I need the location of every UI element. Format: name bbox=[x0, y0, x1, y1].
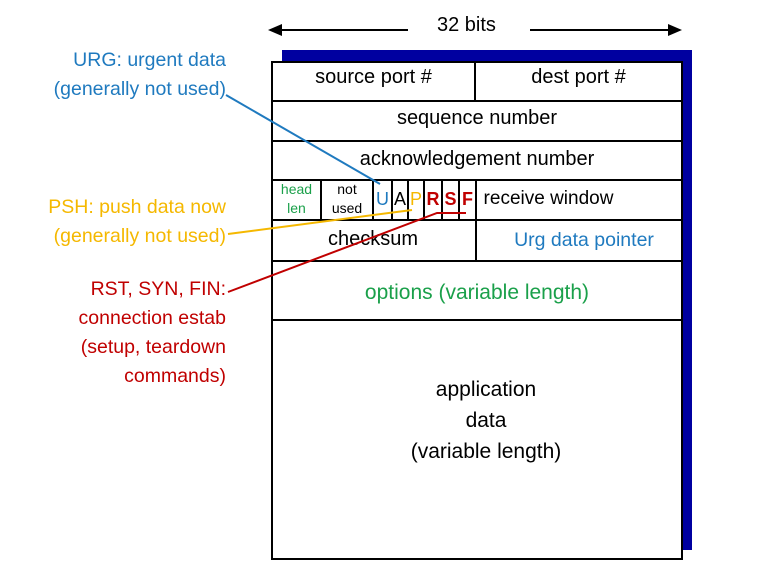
urg-leader-line bbox=[225, 94, 381, 185]
app-data-line1: application bbox=[435, 378, 537, 401]
rst-leader-line bbox=[227, 212, 466, 293]
port-divider bbox=[474, 61, 476, 101]
rst-annotation-line4: commands) bbox=[124, 365, 226, 387]
rst-annotation-line1: RST, SYN, FIN: bbox=[90, 278, 226, 300]
right-arrowhead bbox=[668, 24, 682, 36]
app-data-line2: data bbox=[465, 409, 507, 432]
head-len-field: head len bbox=[273, 180, 320, 218]
ack-number-field: acknowledgement number bbox=[359, 148, 595, 170]
flag-divider bbox=[407, 179, 409, 220]
checksum-field: checksum bbox=[327, 228, 419, 250]
row-divider bbox=[271, 260, 683, 262]
sequence-number-field: sequence number bbox=[396, 107, 558, 129]
not-used-field: not used bbox=[322, 180, 372, 218]
flag-divider bbox=[475, 179, 477, 261]
dest-port-field: dest port # bbox=[531, 66, 626, 88]
not-used-line1: not bbox=[337, 181, 357, 197]
psh-annotation: PSH: push data now (generally not used) bbox=[0, 193, 226, 251]
psh-leader-line bbox=[227, 209, 413, 235]
not-used-line2: used bbox=[331, 200, 363, 216]
receive-window-field: receive window bbox=[483, 188, 614, 209]
flag-rst: R bbox=[426, 189, 440, 209]
flag-divider bbox=[441, 179, 443, 220]
rst-annotation-line2: connection estab bbox=[78, 307, 226, 329]
row-divider bbox=[271, 219, 683, 221]
rst-syn-fin-annotation: RST, SYN, FIN: connection estab (setup, … bbox=[0, 275, 226, 391]
flag-divider bbox=[458, 179, 460, 220]
flag-syn: S bbox=[444, 189, 457, 209]
row-divider bbox=[271, 140, 683, 142]
flag-ack: A bbox=[393, 189, 406, 209]
flag-divider bbox=[423, 179, 425, 220]
application-data-field: application data (variable length) bbox=[273, 374, 699, 467]
rst-annotation-line3: (setup, teardown bbox=[80, 336, 226, 358]
app-data-line3: (variable length) bbox=[410, 440, 562, 463]
tcp-segment-box bbox=[271, 61, 683, 560]
urg-annotation: URG: urgent data (generally not used) bbox=[0, 46, 226, 104]
row-divider bbox=[271, 179, 683, 181]
source-port-field: source port # bbox=[315, 66, 432, 88]
row-divider bbox=[271, 319, 683, 321]
bit-width-label: 32 bits bbox=[437, 14, 496, 36]
urg-annotation-line2: (generally not used) bbox=[53, 78, 226, 100]
row-divider bbox=[271, 100, 683, 102]
flag-urg: U bbox=[376, 189, 389, 209]
psh-annotation-line2: (generally not used) bbox=[53, 225, 226, 247]
flag-psh: P bbox=[409, 189, 422, 209]
head-len-line1: head bbox=[280, 181, 313, 197]
head-len-line2: len bbox=[287, 200, 306, 216]
left-arrowhead bbox=[268, 24, 282, 36]
urg-annotation-line1: URG: urgent data bbox=[73, 49, 226, 71]
field-divider bbox=[372, 179, 374, 220]
flag-divider bbox=[391, 179, 393, 220]
flag-fin: F bbox=[462, 189, 473, 209]
field-divider bbox=[320, 179, 322, 220]
urg-pointer-field: Urg data pointer bbox=[514, 229, 654, 251]
options-field: options (variable length) bbox=[364, 281, 590, 304]
psh-annotation-line1: PSH: push data now bbox=[48, 196, 226, 218]
